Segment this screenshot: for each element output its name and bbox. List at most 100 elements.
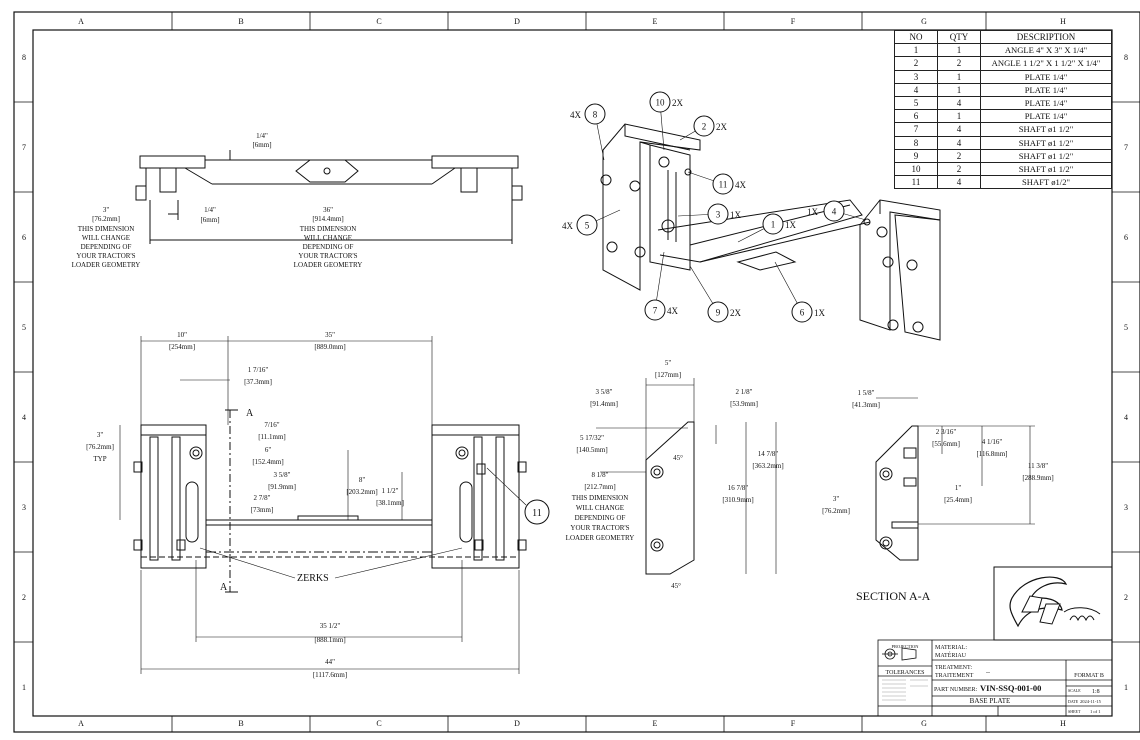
bom-header-no: NO [894,29,938,45]
svg-text:DEPENDING OF: DEPENDING OF [303,243,354,251]
svg-text:[6mm]: [6mm] [200,216,219,224]
svg-text:WILL CHANGE: WILL CHANGE [576,504,624,512]
svg-text:[116.8mm]: [116.8mm] [976,450,1007,458]
svg-text:THIS DIMENSION: THIS DIMENSION [300,225,357,233]
svg-text:WILL CHANGE: WILL CHANGE [82,234,130,242]
zone-column-label: E [653,17,658,26]
bom-cell-description: SHAFT ø1 1/2" [980,161,1112,177]
svg-text:LOADER GEOMETRY: LOADER GEOMETRY [72,261,141,269]
zone-row-label: 3 [1124,503,1128,512]
svg-text:THIS DIMENSION: THIS DIMENSION [78,225,135,233]
svg-text:8": 8" [359,476,366,484]
svg-text:35 1/2": 35 1/2" [320,622,341,630]
svg-text:7/16": 7/16" [264,421,279,429]
bom-cell-qty: 1 [937,43,981,58]
zone-row-label: 1 [22,683,26,692]
front-view [133,409,527,593]
bom-cell-description: SHAFT ø1 1/2" [980,135,1112,150]
isometric-holes [600,156,924,333]
isometric-view [602,123,941,341]
part-name: BASE PLATE [970,697,1011,705]
svg-text:2 3/16": 2 3/16" [936,428,957,436]
svg-text:[310.9mm]: [310.9mm] [722,496,753,504]
zone-row-label: 3 [22,503,26,512]
bom-cell-description: SHAFT ø1 1/2" [980,148,1112,163]
zone-row-label: 7 [22,143,26,152]
balloon-number: 10 [656,98,666,108]
material-label: MATERIAL: [935,645,967,651]
balloon-8: 84X [570,103,606,161]
svg-text:[127mm]: [127mm] [655,371,681,379]
svg-text:[288.9mm]: [288.9mm] [1022,474,1053,482]
svg-text:4 1/16": 4 1/16" [982,438,1003,446]
zone-grid [14,12,1140,732]
bom-cell-no: 10 [894,161,938,177]
balloon-circle [707,203,729,225]
svg-text:[203.2mm]: [203.2mm] [346,488,377,496]
section-title: SECTION A-A [856,589,931,603]
bom-cell-no: 3 [894,69,938,84]
svg-text:[91.9mm]: [91.9mm] [268,483,296,491]
svg-text:[53.9mm]: [53.9mm] [730,400,758,408]
bom-header-description: DESCRIPTION [980,29,1112,45]
bom-cell-no: 8 [894,135,938,150]
zone-column-label: E [653,719,658,728]
date-label: DATE [1068,699,1079,704]
zone-column-label: C [376,17,381,26]
svg-text:[41.3mm]: [41.3mm] [852,401,880,409]
bom-cell-description: SHAFT ø1 1/2" [980,122,1112,137]
side-plate-view [645,421,695,575]
svg-text:3": 3" [97,431,104,439]
format-label: FORMAT B [1074,673,1104,679]
svg-text:LOADER GEOMETRY: LOADER GEOMETRY [566,534,635,542]
balloon-circle [693,115,715,137]
svg-text:3 5/8": 3 5/8" [273,471,290,479]
svg-text:8 1/8": 8 1/8" [591,471,608,479]
balloon-circle [762,213,784,235]
sheet-label: SHEET [1068,709,1081,714]
side-plate-blurred-dims: 5"[127mm] 3 5/8"[91.4mm] 2 1/8"[53.9mm] … [566,359,784,590]
balloon-number: 8 [593,110,598,120]
bom-cell-no: 6 [894,109,938,124]
material-label-fr: MATÉRIAU [935,651,967,659]
svg-text:1 5/8": 1 5/8" [857,389,874,397]
bom-cell-description: PLATE 1/4" [980,82,1112,97]
svg-text:2 7/8": 2 7/8" [253,494,270,502]
zone-row-label: 2 [22,593,26,602]
scale-value: 1:8 [1092,689,1100,695]
balloon-quantity: 2X [730,308,742,318]
balloon-11-front: 11 [532,508,542,519]
svg-text:YOUR TRACTOR'S: YOUR TRACTOR'S [298,252,357,260]
bom-cell-qty: 4 [937,122,981,137]
zone-column-label: H [1060,17,1066,26]
section-mark-bottom: A [220,582,228,593]
zone-row-label: 7 [1124,143,1128,152]
tolerance-table-lines [882,679,928,701]
balloon-quantity: 1X [785,220,797,230]
svg-text:1 1/2": 1 1/2" [381,487,398,495]
balloon-number: 5 [585,221,590,231]
svg-text:YOUR TRACTOR'S: YOUR TRACTOR'S [570,524,629,532]
tolerances-label: TOLERANCES [886,670,925,676]
zone-row-label: 5 [22,323,26,332]
bom-cell-qty: 1 [937,82,981,97]
title-block-text: PROJECTION TOLERANCES MATERIAL: MATÉRIAU… [886,644,1104,714]
svg-text:[25.4mm]: [25.4mm] [944,496,972,504]
svg-text:[73mm]: [73mm] [251,506,274,514]
treatment-value: -- [986,670,990,676]
bom-cell-qty: 2 [937,56,981,71]
scale-label: SCALE [1068,688,1081,693]
svg-text:[140.5mm]: [140.5mm] [576,446,607,454]
balloon-circle [707,301,729,323]
svg-text:[6mm]: [6mm] [252,141,271,149]
svg-text:1/4": 1/4" [204,206,216,214]
